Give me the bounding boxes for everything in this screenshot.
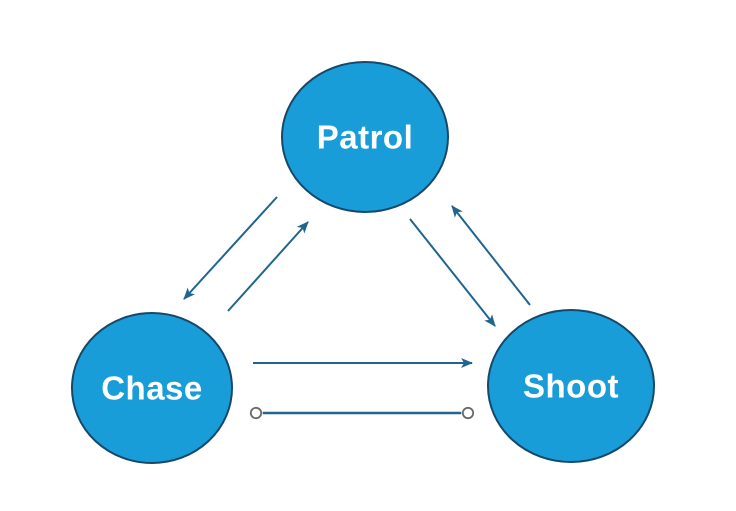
- connector-start-handle: [249, 406, 263, 420]
- transition-shoot-to-patrol: [451, 205, 531, 306]
- state-circle-patrol: [281, 61, 449, 213]
- transition-chase-shoot-connector: [249, 406, 475, 420]
- state-circle-chase: [71, 312, 233, 464]
- state-node-patrol: Patrol: [281, 61, 449, 213]
- edge-layer: [183, 196, 531, 420]
- state-label-patrol: Patrol: [317, 119, 414, 156]
- arrow-line: [409, 218, 496, 327]
- state-label-chase: Chase: [101, 370, 203, 407]
- state-node-shoot: Shoot: [487, 309, 655, 463]
- transition-patrol-to-shoot: [409, 218, 496, 327]
- state-label-shoot: Shoot: [523, 368, 619, 405]
- transition-patrol-to-chase: [183, 196, 278, 300]
- arrow-line: [183, 196, 278, 300]
- state-node-chase: Chase: [71, 312, 233, 464]
- transition-chase-to-patrol: [227, 221, 309, 312]
- connector-end-handle: [461, 406, 475, 420]
- state-circle-shoot: [487, 309, 655, 463]
- arrow-line: [227, 221, 309, 312]
- arrow-line: [451, 205, 531, 306]
